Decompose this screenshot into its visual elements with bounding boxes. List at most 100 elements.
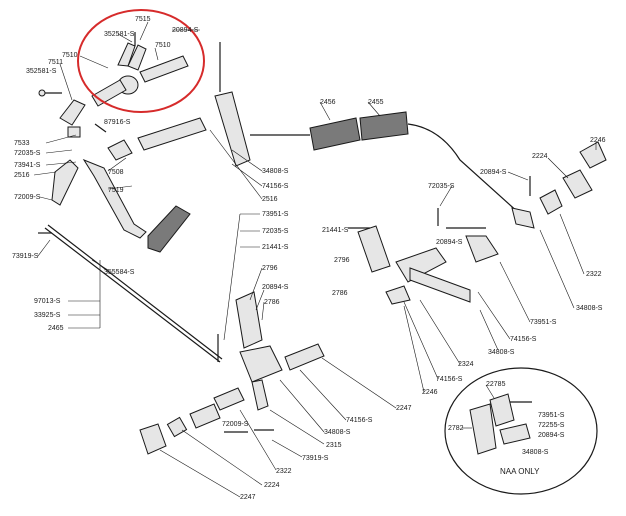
label-21441-s: 21441-S [262, 244, 289, 251]
bolt-head [38, 89, 46, 97]
shift-fork-arm [127, 44, 147, 71]
label-7519: 7519 [108, 187, 124, 194]
label-87916-s: 87916-S [104, 119, 131, 126]
shift-fork-shaft-assembly [91, 32, 189, 107]
label-2322: 2322 [276, 468, 292, 475]
label-2315: 2315 [326, 442, 342, 449]
pedal-pad-2456 [309, 117, 361, 151]
label-2224: 2224 [264, 482, 280, 489]
label-20894-s: 20894-S [172, 27, 199, 34]
label-20894-s: 20894-S [480, 169, 507, 176]
part-labels: 7515 20894-S 352581-S 7510 7510 7511 352… [12, 16, 606, 501]
label-20894-s: 20894-S [436, 239, 463, 246]
lever-2786-lower [239, 345, 283, 383]
label-7511: 7511 [48, 59, 63, 66]
label-7510: 7510 [62, 52, 78, 59]
label-73941-s: 73941-S [14, 162, 41, 169]
label-73951-s: 73951-S [262, 211, 289, 218]
brake-arm [214, 91, 251, 167]
label-7510: 7510 [155, 42, 171, 49]
left-bracket-assembly [38, 89, 223, 363]
rod-34808 [465, 235, 499, 263]
label-2465: 2465 [48, 325, 64, 332]
label-20894-s: 20894-S [538, 432, 565, 439]
label-74156-s: 74156-S [510, 336, 537, 343]
pedal-arm-left [51, 159, 79, 206]
label-7533: 7533 [14, 140, 30, 147]
label-34808-s: 34808-S [262, 168, 289, 175]
label-33925-s: 33925-S [34, 312, 61, 319]
rod-2465 [44, 227, 221, 363]
label-72035-s: 72035-S [428, 183, 455, 190]
leader-lines [33, 21, 597, 498]
label-97013-s: 97013-S [34, 298, 61, 305]
brake-rod-2455 [407, 123, 521, 215]
label-74156-s: 74156-S [346, 417, 373, 424]
label-2796: 2796 [262, 265, 278, 272]
label-72009-s: 72009-S [222, 421, 249, 428]
label-2247: 2247 [396, 405, 412, 412]
shaft-left [91, 79, 127, 107]
handle-2247-lower [139, 423, 167, 455]
inset-lever [469, 403, 497, 455]
linkage-center-assembly [348, 208, 499, 305]
pin-74156 [385, 285, 411, 305]
label-72255-s: 72255-S [538, 422, 565, 429]
spring-2322-lower [213, 387, 245, 411]
spring-2322 [539, 189, 563, 215]
lower-linkage-assembly [139, 291, 325, 455]
label-2455: 2455 [368, 99, 384, 106]
label-34808-s: 34808-S [488, 349, 515, 356]
label-7515: 7515 [135, 16, 151, 23]
label-22785: 22785 [486, 381, 506, 388]
pedal-arm-7519 [82, 158, 147, 239]
label-72009-s: 72009-S [14, 194, 41, 201]
handle-2246 [579, 141, 607, 169]
label-2224: 2224 [532, 153, 548, 160]
rod-2465-edge [47, 224, 223, 360]
plate-2796 [357, 225, 391, 273]
label-2246: 2246 [590, 137, 606, 144]
inset-circle [444, 367, 598, 495]
label-352581-s: 352581-S [104, 31, 135, 38]
naa-only-inset [444, 367, 598, 495]
label-74156-s: 74156-S [436, 376, 463, 383]
label-73951-s: 73951-S [530, 319, 557, 326]
label-7508: 7508 [108, 169, 124, 176]
label-2246: 2246 [422, 389, 438, 396]
label-73919-s: 73919-S [302, 455, 329, 462]
arm-2315 [251, 379, 269, 411]
label-2324: 2324 [458, 361, 474, 368]
block-2224 [166, 416, 188, 438]
shaft-2247 [284, 343, 325, 371]
spring-coil [189, 403, 221, 429]
label-2782: 2782 [448, 425, 464, 432]
rod-end [511, 207, 535, 229]
label-34808-s: 34808-S [522, 449, 549, 456]
label-34808-s: 34808-S [324, 429, 351, 436]
label-73919-s: 73919-S [12, 253, 39, 260]
label-34808-s: 34808-S [576, 305, 603, 312]
label-72035-s: 72035-S [262, 228, 289, 235]
shaft-2516 [137, 117, 207, 151]
label-72035-s: 72035-S [14, 150, 41, 157]
plate-2796-lower [235, 291, 263, 349]
bracket-2224 [562, 169, 593, 199]
bracket-link [59, 99, 86, 126]
label-74156-s: 74156-S [262, 183, 289, 190]
label-2796: 2796 [334, 257, 350, 264]
label-naa-only: NAA ONLY [500, 467, 540, 476]
pedal-pad-2455 [359, 111, 409, 141]
label-352581-s: 352581-S [26, 68, 57, 75]
cylinder-7508 [107, 139, 133, 161]
label-2786: 2786 [332, 290, 348, 297]
shaft-right [139, 55, 189, 83]
label-73951-s: 73951-S [538, 412, 565, 419]
highlight-circle [77, 9, 205, 113]
inset-bracket [489, 393, 515, 427]
label-2322: 2322 [586, 271, 602, 278]
label-2456: 2456 [320, 99, 336, 106]
label-2786: 2786 [264, 299, 280, 306]
shaft-2324 [409, 267, 471, 303]
